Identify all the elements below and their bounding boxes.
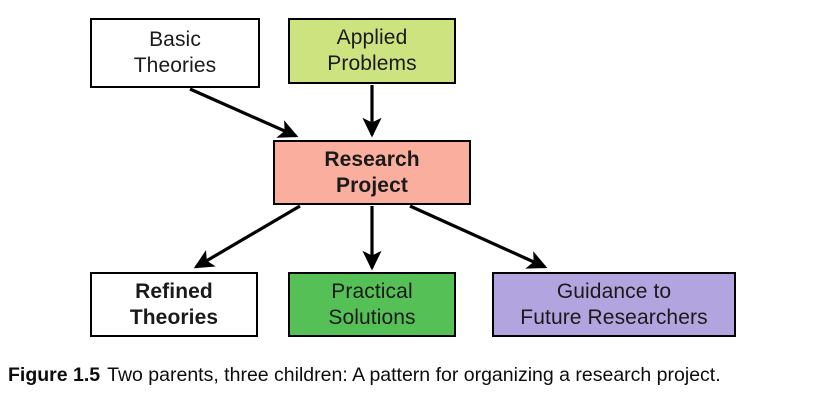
edge-research-project-to-guidance (409, 204, 548, 269)
node-guidance-future-researchers-line1: Guidance to (556, 279, 672, 303)
node-refined-theories-line1: Refined (135, 279, 213, 303)
figure-caption-label: Figure 1.5 (8, 364, 101, 386)
node-practical-solutions[interactable]: Practical Solutions (288, 272, 456, 337)
edge-basic-theories-to-research-project (189, 87, 299, 138)
node-refined-theories-line2: Theories (129, 305, 219, 329)
node-guidance-future-researchers-line2: Future Researchers (520, 305, 708, 329)
node-practical-solutions-line1: Practical (331, 279, 413, 303)
node-applied-problems-line2: Problems (327, 52, 417, 75)
figure-caption: Figure 1.5 Two parents, three children: A… (8, 363, 814, 387)
node-basic-theories[interactable]: Basic Theories (90, 18, 260, 88)
node-guidance-future-researchers[interactable]: Guidance to Future Researchers (492, 272, 736, 337)
node-applied-problems-line1: Applied (336, 26, 408, 50)
node-applied-problems[interactable]: Applied Problems (288, 18, 456, 84)
node-refined-theories[interactable]: Refined Theories (90, 272, 258, 337)
node-basic-theories-line2: Theories (133, 54, 217, 77)
node-research-project-line1: Research (324, 147, 420, 171)
node-practical-solutions-line2: Solutions (328, 305, 416, 329)
node-research-project-line2: Project (336, 173, 408, 197)
figure-caption-text: Two parents, three children: A pattern f… (107, 364, 721, 386)
node-basic-theories-line1: Basic (149, 28, 201, 52)
node-research-project[interactable]: Research Project (273, 140, 471, 205)
edge-research-project-to-refined-theories (193, 204, 301, 269)
figure-diagram: Basic Theories Applied Problems Research… (90, 18, 736, 337)
